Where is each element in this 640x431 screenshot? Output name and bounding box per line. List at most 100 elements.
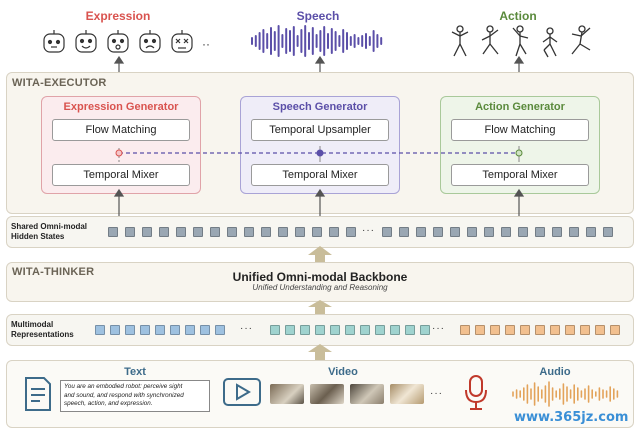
shared-token: [450, 227, 460, 237]
audio-token: [520, 325, 530, 335]
video-token: [330, 325, 340, 335]
thinker-title: WITA-THINKER: [12, 266, 95, 278]
shared-token: [261, 227, 271, 237]
audio-token: [490, 325, 500, 335]
multimodal-label-line1: Multimodal: [11, 320, 54, 329]
text-token: [200, 325, 210, 335]
text-token: [185, 325, 195, 335]
action-figures-icon: [451, 25, 591, 58]
action-generator: Action Generator Flow Matching Temporal …: [440, 96, 600, 194]
shared-token: [552, 227, 562, 237]
shared-token: [329, 227, 339, 237]
audio-token: [580, 325, 590, 335]
video-ellipsis: ···: [430, 388, 443, 399]
multimodal-label-line2: Representations: [11, 330, 74, 339]
backbone-subtitle: Unified Understanding and Reasoning: [252, 283, 388, 292]
shared-token: [382, 227, 392, 237]
shared-token: [108, 227, 118, 237]
shared-token: [278, 227, 288, 237]
watermark: www.365jz.com: [514, 410, 629, 425]
audio-waveform-icon: [512, 381, 619, 407]
audio-token: [505, 325, 515, 335]
speech-temporal-mixer: Temporal Mixer: [251, 164, 389, 186]
multimodal-to-thinker-arrow: [308, 300, 332, 314]
shared-token: [346, 227, 356, 237]
multimodal-ellipsis-1: ···: [240, 323, 253, 334]
action-generator-title: Action Generator: [475, 101, 565, 113]
multimodal-ellipsis-2: ···: [432, 323, 445, 334]
video-token: [405, 325, 415, 335]
text-input-title: Text: [124, 366, 146, 378]
shared-token: [569, 227, 579, 237]
video-token: [300, 325, 310, 335]
expression-faces-icon: ··: [43, 30, 210, 53]
video-token: [375, 325, 385, 335]
shared-token: [176, 227, 186, 237]
multimodal-label: Multimodal Representations: [11, 320, 74, 340]
video-frame-4: [390, 384, 424, 404]
shared-token: [399, 227, 409, 237]
shared-ellipsis: ···: [362, 225, 375, 236]
audio-token: [595, 325, 605, 335]
audio-token: [565, 325, 575, 335]
text-prompt-box: You are an embodied robot: perceive sigh…: [60, 380, 210, 412]
text-token: [170, 325, 180, 335]
shared-states-label-line2: Hidden States: [11, 232, 65, 241]
shared-token: [193, 227, 203, 237]
video-frame-3: [350, 384, 384, 404]
expression-generator: Expression Generator Flow Matching Tempo…: [41, 96, 201, 194]
play-video-icon: [223, 378, 261, 406]
shared-token: [535, 227, 545, 237]
text-prompt-line1: You are an embodied robot: perceive sigh…: [64, 383, 183, 390]
audio-token: [610, 325, 620, 335]
expression-generator-title: Expression Generator: [63, 101, 179, 113]
shared-token: [312, 227, 322, 237]
shared-token: [586, 227, 596, 237]
backbone-title: Unified Omni-modal Backbone: [232, 270, 408, 284]
shared-token: [210, 227, 220, 237]
speech-waveform-icon: [251, 25, 383, 57]
text-token: [215, 325, 225, 335]
video-frame-2: [310, 384, 344, 404]
thinker-to-shared-arrow: [308, 246, 332, 264]
audio-token: [460, 325, 470, 335]
text-token: [140, 325, 150, 335]
video-frame-1: [270, 384, 304, 404]
speech-generator-title: Speech Generator: [272, 101, 368, 113]
shared-token: [603, 227, 613, 237]
text-prompt-line3: speech, action, and expression.: [64, 400, 153, 407]
action-output-label: Action: [499, 9, 537, 23]
executor-title: WITA-EXECUTOR: [12, 77, 107, 89]
shared-states-label: Shared Omni-modal Hidden States: [11, 222, 87, 242]
shared-token: [416, 227, 426, 237]
shared-token: [433, 227, 443, 237]
shared-token: [518, 227, 528, 237]
shared-token: [501, 227, 511, 237]
text-prompt-line2: and sound, and respond with synchronized: [64, 391, 184, 399]
shared-token: [142, 227, 152, 237]
text-token: [155, 325, 165, 335]
document-icon: [25, 377, 51, 411]
microphone-icon: [465, 375, 487, 410]
executor-connections: [113, 146, 525, 216]
video-token: [285, 325, 295, 335]
expression-temporal-mixer: Temporal Mixer: [52, 164, 190, 186]
shared-token: [159, 227, 169, 237]
shared-token: [227, 227, 237, 237]
thinker-panel: [6, 262, 634, 302]
text-token: [110, 325, 120, 335]
audio-token: [535, 325, 545, 335]
video-token: [270, 325, 280, 335]
speech-temporal-upsampler: Temporal Upsampler: [251, 119, 389, 141]
expression-output-label: Expression: [85, 9, 151, 23]
video-token: [345, 325, 355, 335]
video-token: [315, 325, 325, 335]
shared-states-label-line1: Shared Omni-modal: [11, 222, 88, 231]
speech-generator: Speech Generator Temporal Upsampler Temp…: [240, 96, 400, 194]
expression-flow-matching: Flow Matching: [52, 119, 190, 141]
audio-input-title: Audio: [539, 366, 571, 378]
shared-token: [467, 227, 477, 237]
video-input-title: Video: [328, 366, 358, 378]
shared-token: [295, 227, 305, 237]
audio-token: [475, 325, 485, 335]
